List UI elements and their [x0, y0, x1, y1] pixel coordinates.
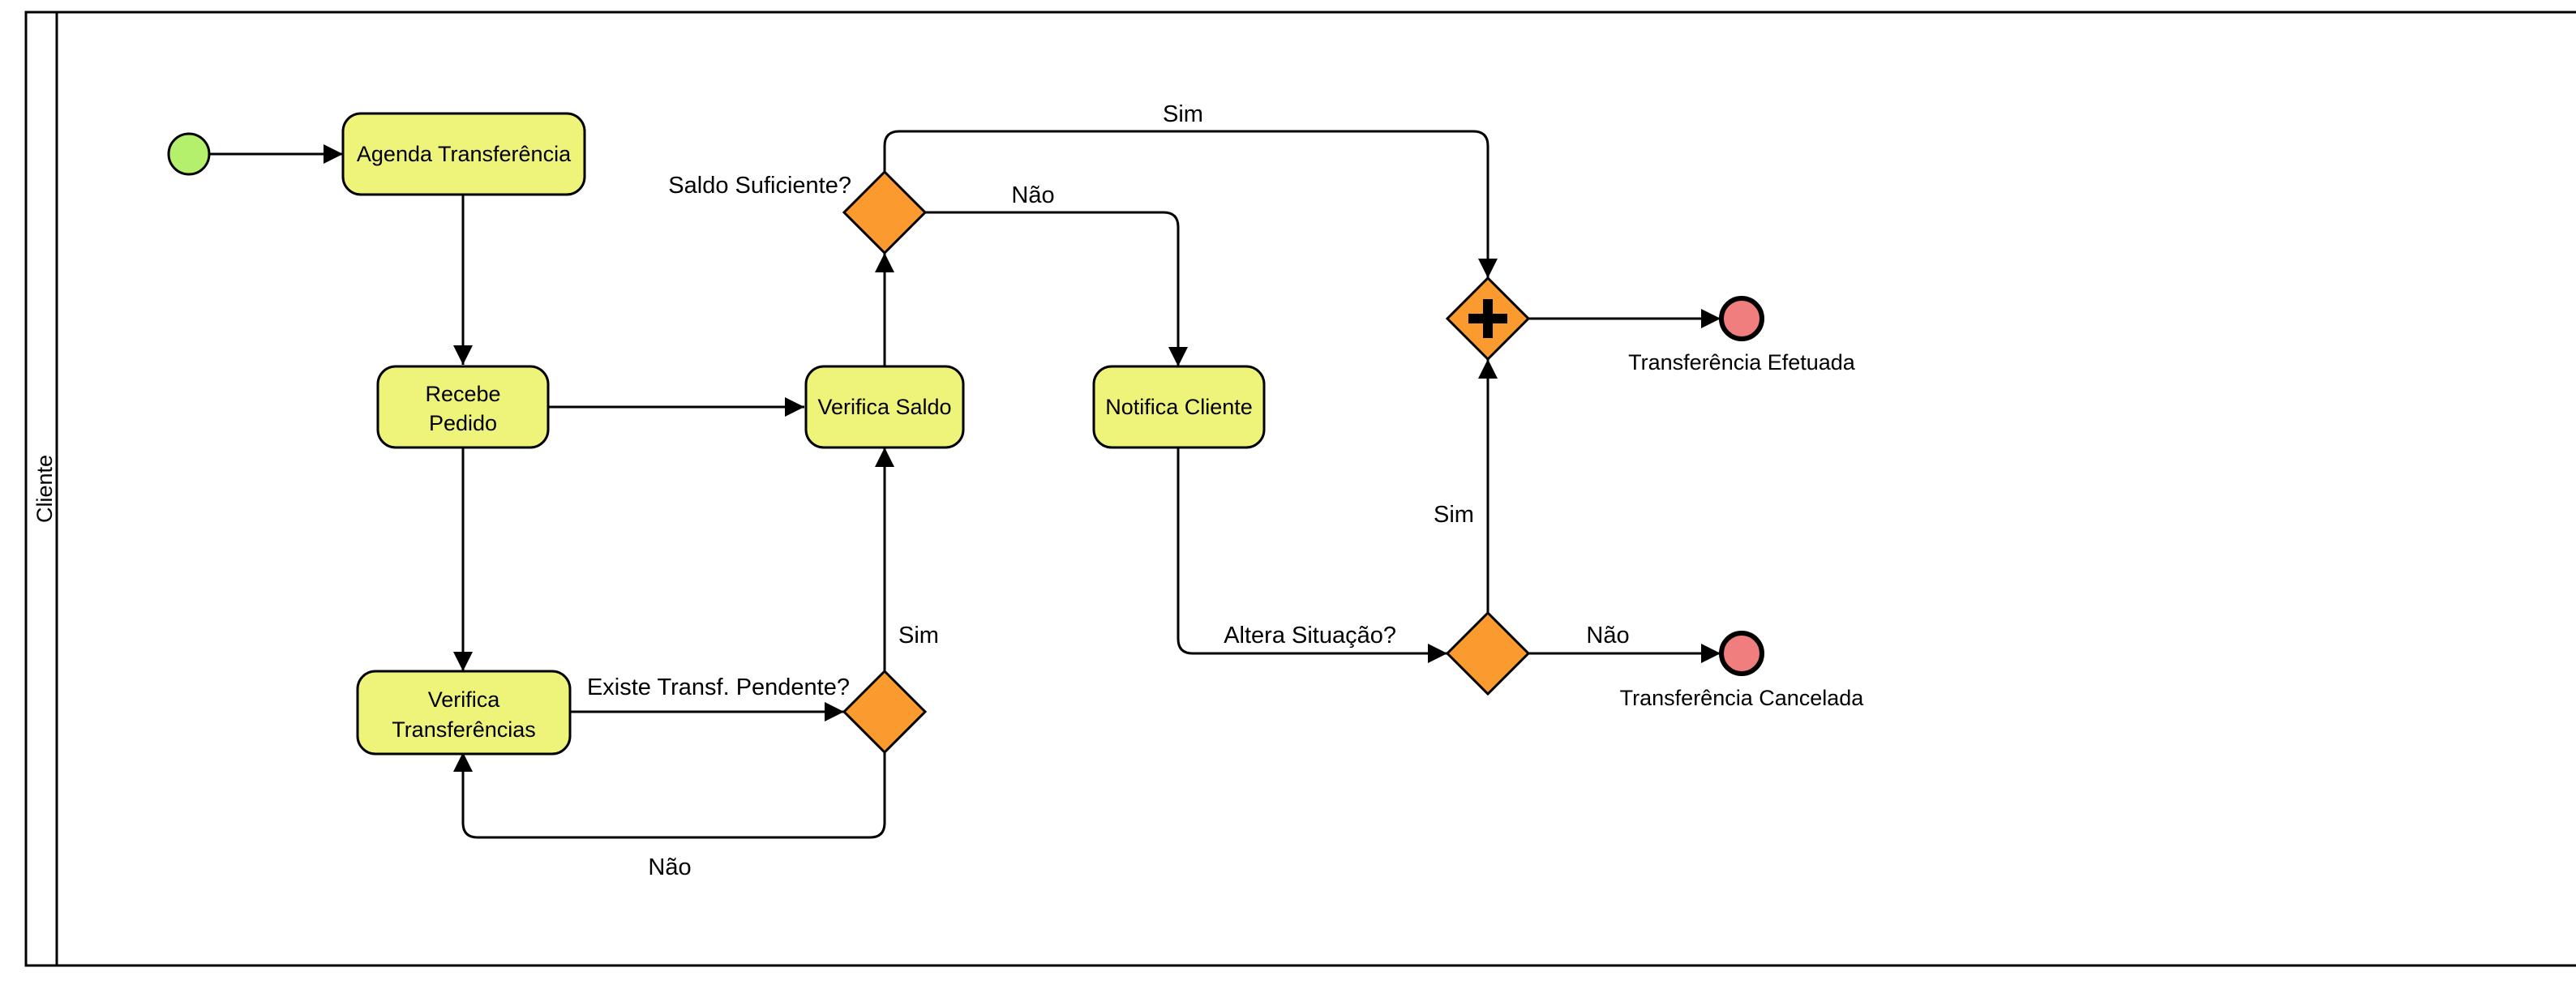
task-shape: [341, 112, 586, 196]
gateway-parallel[interactable]: [1445, 276, 1531, 362]
flow-label-pendente-nao: Não: [648, 854, 691, 880]
end-event-label-efetuada: Transferência Efetuada: [1628, 350, 1856, 375]
gateway-label-pendente: Existe Transf. Pendente?: [587, 674, 850, 700]
end-event-cancelada[interactable]: [1719, 631, 1764, 676]
task-label-line2: Pedido: [429, 411, 497, 435]
end-event-label-cancelada: Transferência Cancelada: [1620, 686, 1865, 710]
start-event[interactable]: [167, 132, 211, 176]
flow-pendente-nao: [453, 752, 886, 839]
gateway-altera-situacao[interactable]: [1445, 610, 1531, 696]
flow-label-altera-sim: Sim: [1434, 502, 1474, 528]
gateway-existe-transf-pendente[interactable]: [842, 669, 928, 755]
pool-border: [24, 11, 2576, 967]
gateway-label-saldo: Saldo Suficiente?: [668, 173, 851, 199]
flow-label-saldo-nao: Não: [1011, 182, 1054, 208]
pool: Cliente: [24, 11, 2576, 967]
labels: Saldo Suficiente? Existe Transf. Pendent…: [587, 101, 1864, 880]
gateway-shape: [842, 169, 928, 255]
task-shape: [1092, 365, 1266, 449]
task-shape: [804, 365, 965, 449]
task-label: Verifica Saldo: [817, 395, 951, 419]
gateway-label-altera: Altera Situação?: [1224, 623, 1396, 649]
task-label-line2: Transferências: [392, 717, 536, 742]
task-label: Agenda Transferência: [357, 142, 572, 166]
flow-label-saldo-sim: Sim: [1163, 101, 1203, 127]
gateway-shape: [842, 669, 928, 755]
flow-saldo-nao: [925, 211, 1188, 366]
task-label-line1: Verifica: [428, 687, 501, 712]
plus-icon: [1468, 299, 1507, 338]
task-notifica-cliente[interactable]: Notifica Cliente: [1092, 365, 1266, 449]
end-event-efetuada[interactable]: [1719, 296, 1764, 341]
task-verifica-saldo[interactable]: Verifica Saldo: [804, 365, 965, 449]
flow-label-pendente-sim: Sim: [898, 623, 939, 649]
task-shape: [376, 365, 550, 449]
task-shape: [356, 670, 572, 756]
task-verifica-transferencias[interactable]: Verifica Transferências: [356, 670, 572, 756]
task-recebe-pedido[interactable]: Recebe Pedido: [376, 365, 550, 449]
flow-label-altera-nao: Não: [1586, 623, 1629, 649]
gateway-shape: [1445, 610, 1531, 696]
sequence-flows: [209, 130, 1721, 839]
task-label: Notifica Cliente: [1105, 395, 1253, 419]
lane-label: Cliente: [32, 455, 57, 523]
flow-notifica-to-altera: [1177, 447, 1447, 663]
gateway-saldo-suficiente[interactable]: [842, 169, 928, 255]
task-label-line1: Recebe: [425, 382, 500, 406]
task-agenda-transferencia[interactable]: Agenda Transferência: [341, 112, 586, 196]
flow-saldo-sim: [883, 130, 1498, 278]
